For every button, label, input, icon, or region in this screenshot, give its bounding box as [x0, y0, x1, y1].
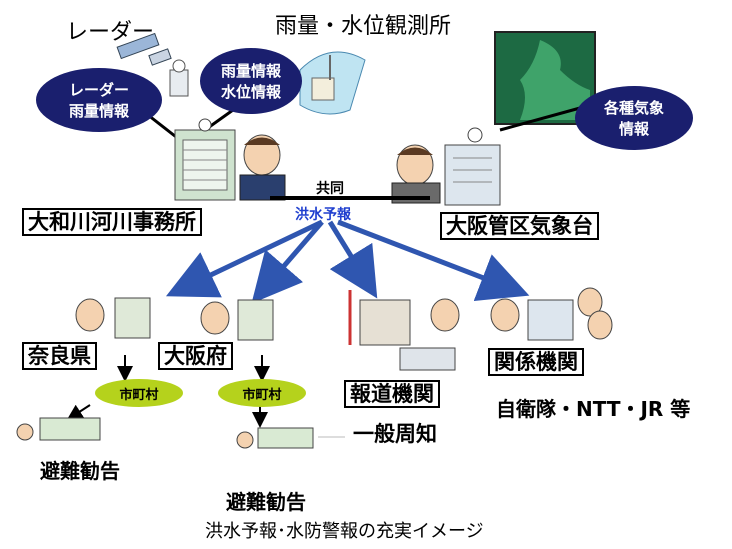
related-agencies-examples: 自衛隊・NTT・JR 等 [496, 397, 691, 421]
caption: 洪水予報･水防警報の充実イメージ [205, 521, 484, 542]
radar-satellite-icon [116, 32, 189, 97]
osaka-office-icon [200, 299, 274, 341]
rain-water-info-line1: 雨量情報 [220, 62, 281, 80]
weather-oval-connector [499, 106, 581, 132]
evacuation-label-left: 避難勧告 [40, 459, 120, 483]
related-agencies-icon [490, 287, 613, 341]
public-notice-label: 一般周知 [353, 422, 437, 446]
nara-municipality-evac-arrow [66, 404, 91, 421]
nara-prefecture-label: 奈良県 [22, 342, 97, 371]
rain-station-label: 雨量・水位観測所 [275, 14, 452, 39]
radar-rain-info-line2: 雨量情報 [68, 102, 129, 120]
flood-forecast-label: 洪水予報 [295, 207, 351, 223]
radar-rain-info-oval: レーダー 雨量情報 [36, 68, 162, 132]
official-person-left-icon [239, 134, 286, 201]
weather-info-line1: 各種気象 [603, 99, 664, 117]
osaka-prefecture-label: 大阪府 [158, 342, 233, 371]
joint-label: 共同 [316, 181, 344, 197]
evacuation-scene-left-icon [16, 417, 101, 441]
evacuation-label-right: 避難勧告 [226, 490, 306, 514]
municipality-badge-osaka: 市町村 [218, 379, 306, 407]
river-office-label: 大和川河川事務所 [22, 208, 202, 237]
evacuation-scene-right-icon [236, 427, 314, 449]
related-agencies-label: 関係機関 [488, 348, 584, 377]
met-office-building-icon [444, 127, 501, 206]
rain-gauge-station-icon [299, 51, 366, 115]
radar-label: レーダー [66, 20, 155, 45]
weather-info-line2: 情報 [618, 120, 649, 138]
rain-water-info-oval: 雨量情報 水位情報 [200, 48, 302, 114]
media-label: 報道機関 [344, 380, 440, 409]
nara-office-icon [75, 297, 151, 339]
forecast-distribution-arrows [165, 219, 530, 304]
official-person-right-icon [391, 144, 441, 204]
municipality-badge-nara: 市町村 [95, 379, 183, 407]
radar-rain-info-line1: レーダー [68, 81, 129, 99]
weather-info-oval: 各種気象 情報 [575, 86, 693, 150]
rain-water-info-line2: 水位情報 [220, 83, 281, 101]
media-building-icon [348, 290, 460, 371]
river-office-building-icon [174, 118, 236, 201]
met-office-label: 大阪管区気象台 [440, 212, 599, 241]
